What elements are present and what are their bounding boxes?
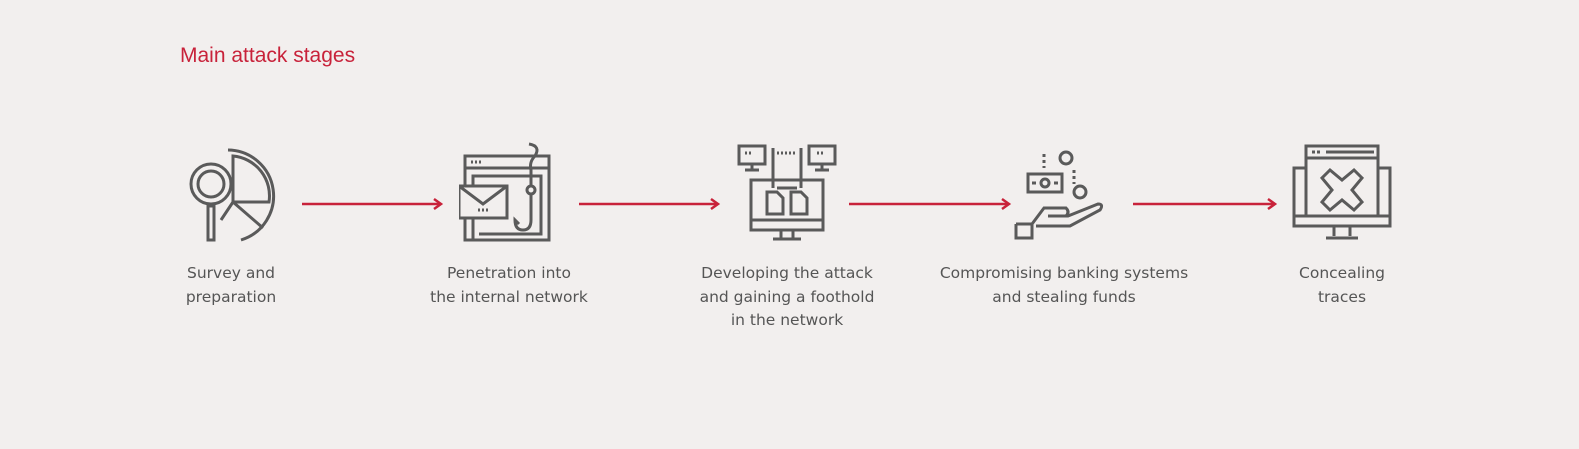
- stage-label: Survey and preparation: [185, 264, 277, 306]
- hand-money-coins-icon: [1014, 150, 1104, 240]
- phishing-email-hook-icon: [459, 142, 551, 242]
- arrow-2: [579, 196, 721, 215]
- stage-concealing: Concealing traces: [1192, 140, 1492, 309]
- magnifier-pie-chart-icon: [189, 148, 276, 242]
- stage-penetration: Penetration into the internal network: [359, 140, 659, 309]
- stage-label: Developing the attack and gaining a foot…: [699, 264, 875, 329]
- network-computers-documents-icon: [737, 144, 837, 241]
- arrow-1: [302, 196, 444, 215]
- stage-developing: Developing the attack and gaining a foot…: [637, 140, 937, 333]
- monitor-cross-icon: [1292, 144, 1392, 240]
- stage-label: Concealing traces: [1299, 264, 1385, 306]
- stage-label: Compromising banking systems and stealin…: [939, 264, 1189, 306]
- arrow-4: [1133, 196, 1278, 215]
- diagram-title: Main attack stages: [180, 44, 356, 67]
- arrow-3: [849, 196, 1012, 215]
- stage-label: Penetration into the internal network: [430, 264, 588, 306]
- stage-compromising: Compromising banking systems and stealin…: [914, 140, 1214, 309]
- stage-survey: Survey and preparation: [81, 140, 381, 309]
